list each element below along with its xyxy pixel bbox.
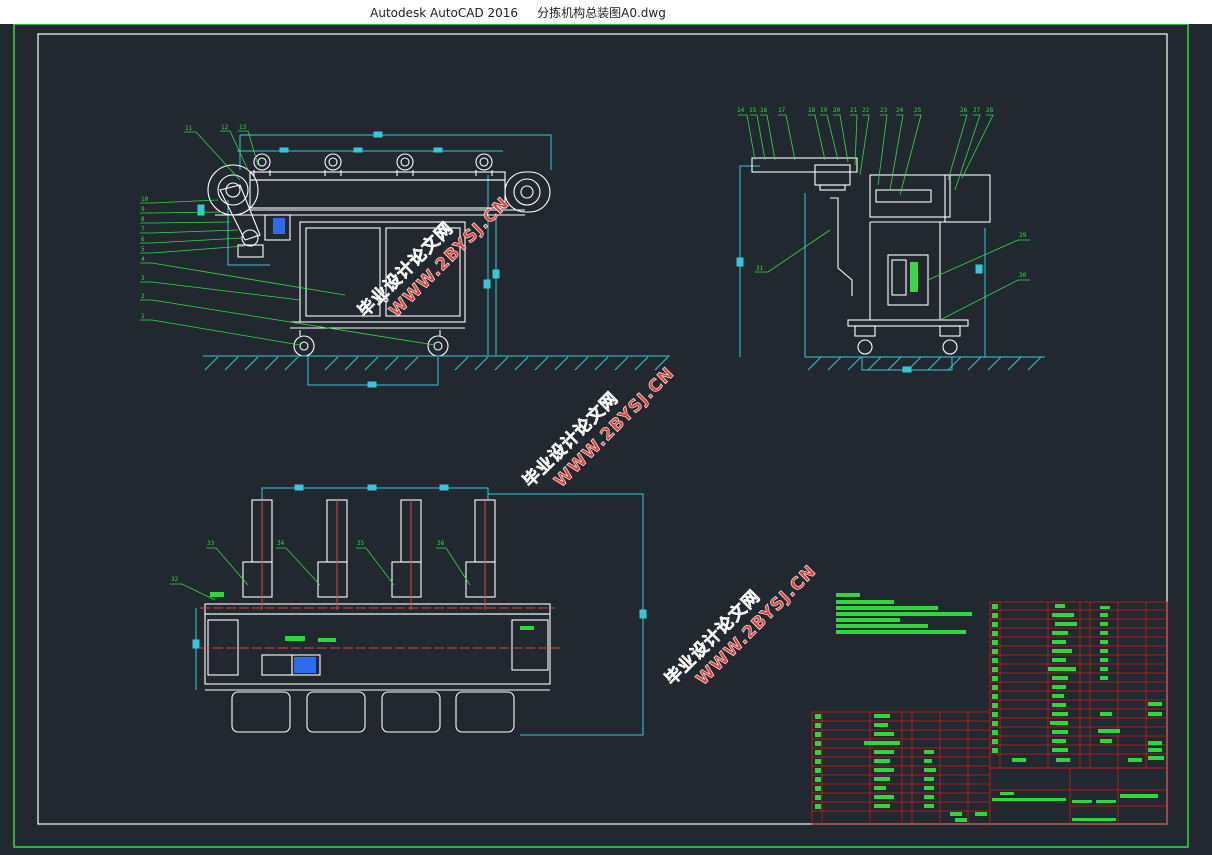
label-2: 2 [141,293,145,300]
label-17: 17 [778,107,786,114]
side-control-panel [910,262,918,292]
sheet-outer-border [13,24,1189,848]
label-33: 33 [207,540,215,547]
side-frame [751,157,991,355]
watermark-2: 毕业设计论文网 WWW.2BYSJ.CN [518,363,679,492]
sheet-inner-border [37,33,1168,825]
technical-notes [836,593,972,634]
side-dimensions [736,165,986,373]
label-9: 9 [141,206,145,213]
side-ground [805,356,1045,371]
label-36: 36 [437,540,445,547]
label-30: 30 [1019,272,1027,279]
label-4: 4 [141,256,145,263]
label-1: 1 [141,313,145,320]
label-11: 11 [185,125,193,132]
watermark-3: 毕业设计论文网 WWW.2BYSJ.CN [660,561,821,690]
plan-cylinders [242,499,496,598]
plan-conveyor [204,603,551,733]
label-31: 31 [756,265,764,272]
plan-centerlines [200,500,560,649]
label-27: 27 [973,107,981,114]
title-bar: Autodesk AutoCAD 2016 分拣机构总装图A0.dwg [0,0,1212,25]
bill-of-materials [811,601,1168,825]
label-6: 6 [141,236,145,243]
label-15: 15 [749,107,757,114]
window-title: Autodesk AutoCAD 2016 分拣机构总装图A0.dwg [0,4,1036,21]
label-10: 10 [141,196,149,203]
label-29: 29 [1019,232,1027,239]
front-dimensions [197,131,552,388]
label-13: 13 [239,124,247,131]
label-35: 35 [357,540,365,547]
front-view[interactable]: 11 12 13 10 9 8 7 6 5 4 3 2 1 [140,124,670,388]
bom-entries [815,604,1164,822]
front-conveyor-frame [207,153,551,357]
drawing-canvas[interactable]: 11 12 13 10 9 8 7 6 5 4 3 2 1 [0,24,1212,855]
plan-motor [294,657,316,673]
label-34: 34 [277,540,285,547]
label-32: 32 [171,576,179,583]
front-motor [273,218,285,234]
label-19: 19 [820,107,828,114]
label-16: 16 [760,107,768,114]
bom-grid [811,601,1168,825]
label-28: 28 [986,107,994,114]
label-3: 3 [141,275,145,282]
label-21: 21 [850,107,858,114]
front-ground [203,355,670,371]
front-leaders [140,130,436,346]
label-24: 24 [896,107,904,114]
label-12: 12 [221,124,229,131]
label-25: 25 [914,107,922,114]
label-5: 5 [141,246,145,253]
plan-leaders [170,547,471,601]
watermark-1: 毕业设计论文网 WWW.2BYSJ.CN [353,193,514,322]
plan-view[interactable]: 33 34 35 36 32 [170,484,647,736]
plan-highlights [210,592,534,642]
label-26: 26 [960,107,968,114]
label-23: 23 [880,107,888,114]
label-22: 22 [862,107,870,114]
label-20: 20 [833,107,841,114]
plan-dimensions [192,484,647,736]
side-leaders [738,114,1030,321]
label-18: 18 [808,107,816,114]
label-14: 14 [737,107,745,114]
file-name: 分拣机构总装图A0.dwg [537,6,666,20]
label-8: 8 [141,216,145,223]
side-view[interactable]: 14 15 16 17 18 19 20 21 22 23 24 25 26 2… [736,107,1045,373]
label-7: 7 [141,226,145,233]
cad-drawing[interactable]: 11 12 13 10 9 8 7 6 5 4 3 2 1 [0,24,1212,855]
app-name: Autodesk AutoCAD 2016 [370,6,519,20]
